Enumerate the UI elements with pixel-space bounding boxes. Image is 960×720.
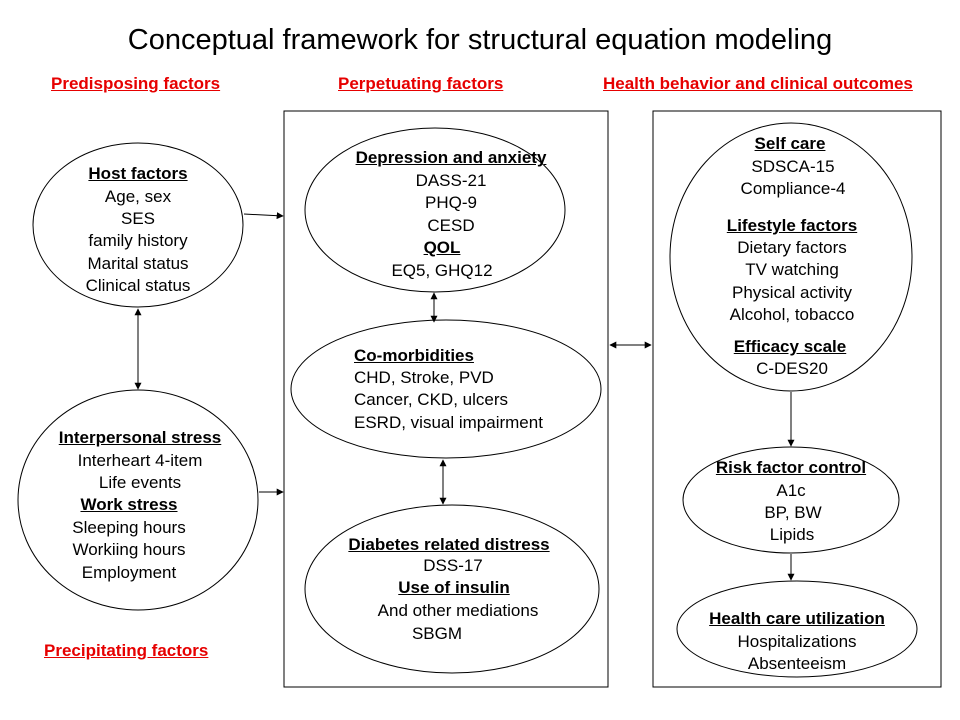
- comorbid-item: CHD, Stroke, PVD: [354, 368, 494, 387]
- host-factors-node: [32, 142, 244, 308]
- interpersonal-stress-node: [17, 389, 259, 611]
- selfcare-item: Alcohol, tobacco: [729, 305, 855, 324]
- work-stress-heading: Work stress: [80, 495, 178, 514]
- host-item: Clinical status: [85, 276, 191, 295]
- risk-heading: Risk factor control: [715, 458, 867, 477]
- risk-item: A1c: [776, 481, 806, 500]
- arrow-host-perpetuating: [243, 212, 284, 220]
- distress-item: And other mediations: [377, 601, 539, 620]
- selfcare-item: Physical activity: [732, 283, 852, 302]
- depression-anxiety-node: [304, 127, 566, 293]
- host-item: SES: [120, 209, 156, 228]
- utilization-item: Hospitalizations: [737, 632, 857, 651]
- lifestyle-heading: Lifestyle factors: [726, 216, 858, 235]
- diabetes-distress-node: [304, 504, 600, 674]
- section-outcomes: Health behavior and clinical outcomes: [603, 74, 913, 93]
- self-care-node: [669, 122, 913, 392]
- depression-item: EQ5, GHQ12: [391, 261, 493, 280]
- stress-item: Life events: [98, 473, 182, 492]
- risk-factor-node: [682, 446, 900, 554]
- comorbid-heading: Co-morbidities: [354, 346, 474, 365]
- stress-item: Employment: [81, 563, 177, 582]
- section-perpetuating: Perpetuating factors: [338, 74, 504, 93]
- comorbid-item: Cancer, CKD, ulcers: [354, 390, 508, 409]
- section-predisposing: Predisposing factors: [51, 74, 221, 93]
- efficacy-heading: Efficacy scale: [733, 337, 847, 356]
- stress-item: Sleeping hours: [72, 518, 186, 537]
- outcomes-box: [652, 110, 942, 688]
- selfcare-item: SDSCA-15: [751, 157, 835, 176]
- host-item: Marital status: [87, 254, 189, 273]
- selfcare-item: C-DES20: [756, 359, 828, 378]
- risk-item: Lipids: [769, 525, 815, 544]
- host-item: Age, sex: [104, 187, 172, 206]
- comorbidities-node: [290, 319, 602, 459]
- host-item: family history: [88, 231, 188, 250]
- depression-item: PHQ-9: [425, 193, 477, 212]
- selfcare-heading: Self care: [754, 134, 826, 153]
- stress-item: Interheart 4-item: [77, 451, 203, 470]
- health-care-node: [676, 580, 918, 678]
- selfcare-item: TV watching: [745, 260, 839, 279]
- distress-heading: Diabetes related distress: [348, 535, 550, 554]
- depression-item: DASS-21: [415, 171, 487, 190]
- comorbid-item: ESRD, visual impairment: [354, 413, 543, 432]
- qol-heading: QOL: [423, 238, 461, 257]
- diagram-title: Conceptual framework for structural equa…: [127, 24, 833, 56]
- risk-item: BP, BW: [764, 503, 822, 522]
- selfcare-item: Dietary factors: [737, 238, 847, 257]
- section-precipitating: Precipitating factors: [44, 641, 209, 660]
- stress-item: Workiing hours: [72, 540, 186, 559]
- selfcare-item: Compliance-4: [740, 179, 846, 198]
- depression-heading: Depression and anxiety: [355, 148, 547, 167]
- utilization-heading: Health care utilization: [709, 609, 885, 628]
- distress-item: SBGM: [411, 624, 463, 643]
- utilization-item: Absenteeism: [747, 654, 847, 673]
- stress-heading: Interpersonal stress: [58, 428, 222, 447]
- perpetuating-box: [283, 110, 609, 688]
- insulin-heading: Use of insulin: [398, 578, 510, 597]
- depression-item: CESD: [427, 216, 475, 235]
- distress-item: DSS-17: [423, 556, 483, 575]
- host-heading: Host factors: [88, 164, 188, 183]
